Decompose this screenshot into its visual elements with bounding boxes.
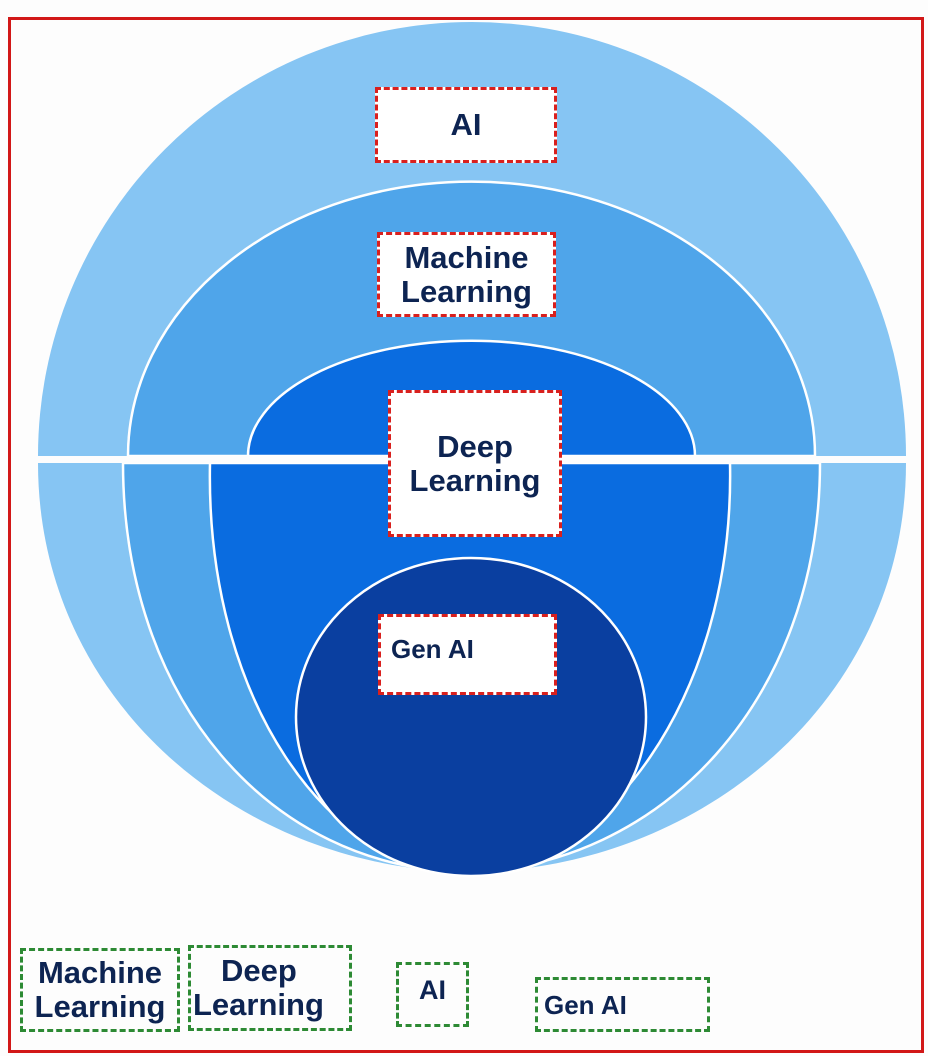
tile-dl-line2: Learning	[193, 987, 324, 1022]
tile-ml-line1: Machine	[37, 955, 163, 990]
layer-genai	[294, 556, 648, 878]
tile-ai[interactable]: AI	[396, 962, 469, 1027]
diagram-frame	[8, 17, 924, 1053]
label-ml-line2: Learning	[401, 273, 532, 309]
tile-ai-text: AI	[419, 974, 446, 1005]
label-machine-learning: Machine Learning	[377, 232, 556, 317]
label-ai: AI	[375, 87, 557, 163]
tile-genai-text: Gen AI	[544, 989, 627, 1020]
label-ml-line1: Machine	[404, 239, 529, 275]
label-genai-text: Gen AI	[391, 633, 474, 664]
label-ai-text: AI	[450, 107, 482, 142]
label-dl-line1: Deep	[437, 428, 513, 464]
tile-deep-learning[interactable]: Deep Learning	[188, 945, 352, 1031]
tile-dl-line1: Deep	[221, 953, 297, 988]
label-deep-learning: Deep Learning	[388, 390, 562, 537]
label-dl-line2: Learning	[409, 462, 541, 498]
tile-gen-ai[interactable]: Gen AI	[535, 977, 710, 1032]
label-gen-ai: Gen AI	[378, 614, 557, 695]
tile-machine-learning[interactable]: Machine Learning	[20, 948, 180, 1032]
tile-ml-line2: Learning	[34, 989, 166, 1024]
